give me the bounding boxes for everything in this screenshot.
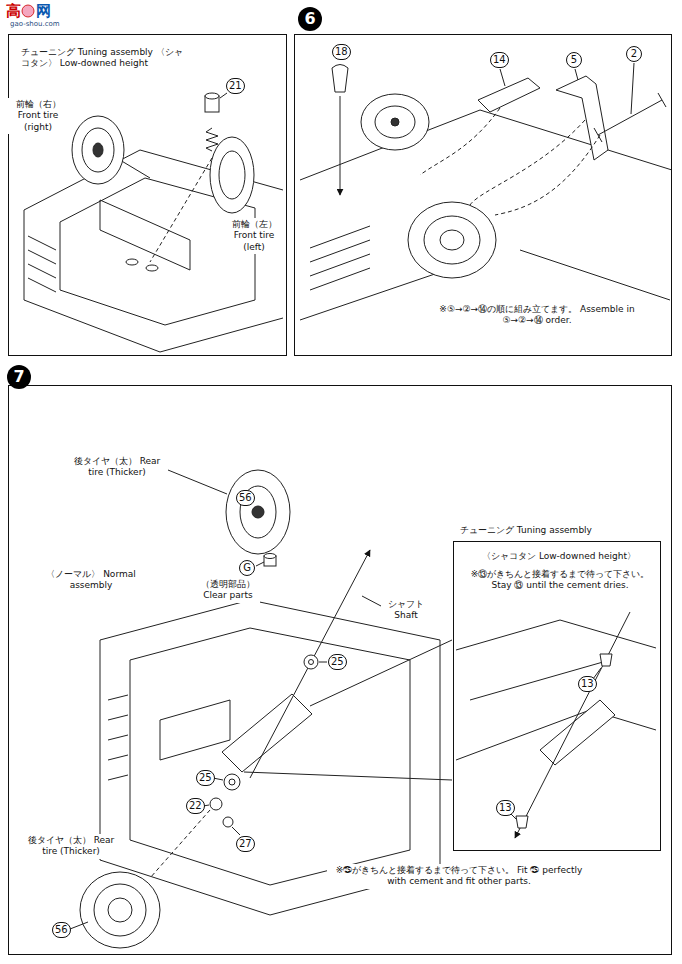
part-name: 前輪（右） Front tire (right): [8, 98, 68, 134]
inset-subheading: 〈シャコタン Low-downed height〉: [462, 550, 656, 563]
panel-heading: チューニング Tuning assembly 〈シャコタン〉 Low-downe…: [21, 47, 186, 70]
part-name: （透明部品） Clear parts: [196, 578, 260, 603]
callout-number: 5: [566, 52, 582, 68]
assembly-note: ※⑤→②→⑭の順に組み立てます。 Assemble in ⑤→②→⑭ order…: [435, 303, 639, 328]
part-name: 後タイヤ（太） Rear tire (Thicker): [66, 455, 168, 480]
callout-number: 13: [496, 800, 515, 816]
inset-drawing: [456, 612, 656, 838]
callout-number: 13: [578, 676, 597, 692]
assembly-variant: 〈ノーマル〉 Normal assembly: [40, 568, 142, 593]
assembly-note: ※㉕がきちんと接着するまで待って下さい。 Fit ㉕ perfectly wit…: [327, 864, 591, 889]
tuning-panel: チューニング Tuning assembly 〈シャコタン〉 Low-downe…: [8, 34, 287, 356]
watermark: 网: [36, 2, 51, 21]
step-panel: 6※⑤→②→⑭の順に組み立てます。 Assemble in ⑤→②→⑭ orde…: [294, 34, 672, 356]
callout-number: 21: [226, 78, 245, 94]
inset-panel: チューニング Tuning assembly〈シャコタン Low-downed …: [453, 541, 661, 851]
callout-number: 18: [332, 44, 351, 60]
panel-6-drawing: [300, 63, 672, 320]
watermark: gao-shou.com: [10, 20, 60, 29]
callout-number: 25: [196, 770, 215, 786]
callout-number: 14: [490, 52, 509, 68]
inset-heading: チューニング Tuning assembly: [458, 525, 594, 536]
callout-number: 2: [626, 46, 642, 62]
step-number: 7: [7, 365, 31, 389]
watermark: 高: [6, 2, 21, 21]
inset-note: ※⑬がきちんと接着するまで待って下さい。 Stay ⑬ until the ce…: [466, 568, 654, 593]
callout-number: 22: [186, 798, 205, 814]
callout-number: G: [239, 560, 255, 576]
callout-number: 56: [236, 490, 255, 506]
part-name: シャフト Shaft: [382, 598, 430, 623]
part-name: 後タイヤ（太） Rear tire (Thicker): [20, 834, 122, 859]
step-number: 6: [298, 7, 322, 31]
callout-number: 56: [52, 922, 71, 938]
callout-number: 27: [236, 836, 255, 852]
callout-number: 25: [328, 654, 347, 670]
watermark-mascot: [22, 5, 34, 17]
part-name: 前輪（左） Front tire (left): [222, 218, 286, 254]
